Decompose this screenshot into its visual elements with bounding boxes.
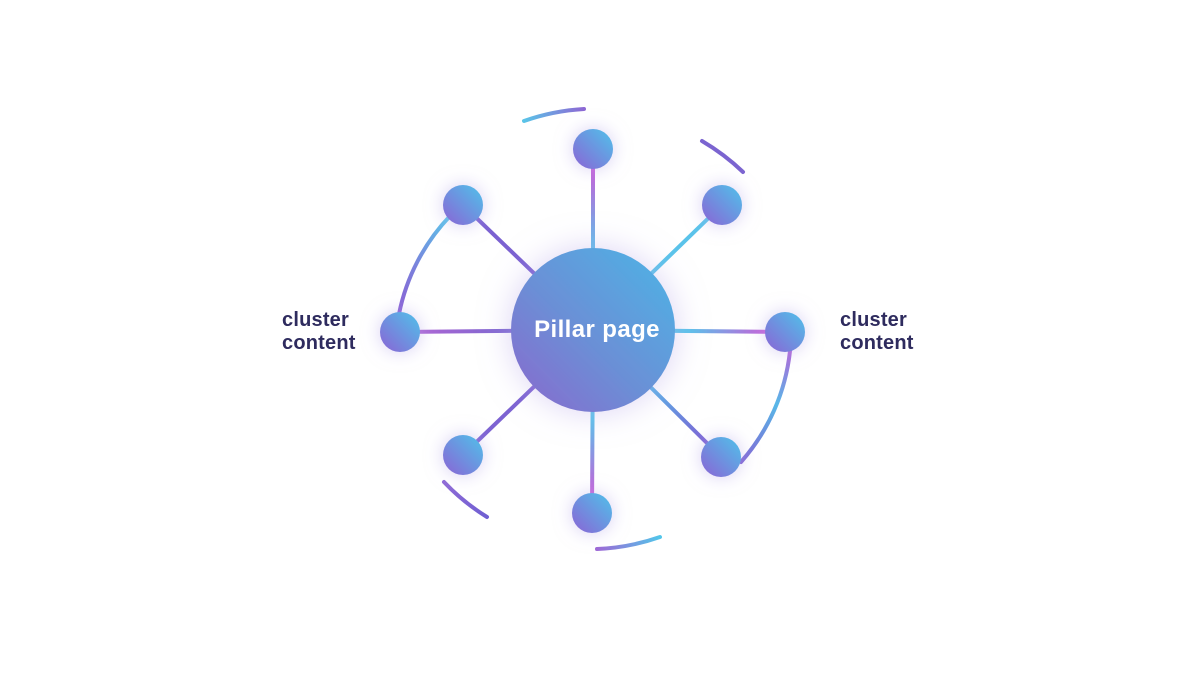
arc-segment-top <box>522 107 586 123</box>
satellite-node-left <box>380 312 420 352</box>
arc-segment-bottom <box>595 535 662 551</box>
satellite-node-top-right <box>702 185 742 225</box>
satellite-node-bottom-left <box>443 435 483 475</box>
satellite-node-top <box>573 129 613 169</box>
outer-ring-arcs <box>442 107 745 551</box>
cluster-label-line2: content <box>282 332 356 354</box>
cluster-content-label-left: cluster content <box>282 309 356 355</box>
cluster-content-label-right: cluster content <box>840 309 914 355</box>
cluster-label-line1: cluster <box>282 309 349 331</box>
satellite-node-right <box>765 312 805 352</box>
cluster-label-line1: cluster <box>840 309 907 331</box>
cluster-label-line2: content <box>840 332 914 354</box>
arc-segment-top-right <box>700 139 745 174</box>
pillar-page-node <box>511 248 675 412</box>
satellite-node-bottom <box>572 493 612 533</box>
arc-segment-bottom-left <box>442 480 489 519</box>
satellite-nodes <box>380 129 805 533</box>
satellite-node-top-left <box>443 185 483 225</box>
satellite-node-bottom-right <box>701 437 741 477</box>
arc-right-cluster <box>739 349 792 464</box>
arc-left-cluster <box>397 214 452 316</box>
cluster-arcs <box>397 214 792 464</box>
